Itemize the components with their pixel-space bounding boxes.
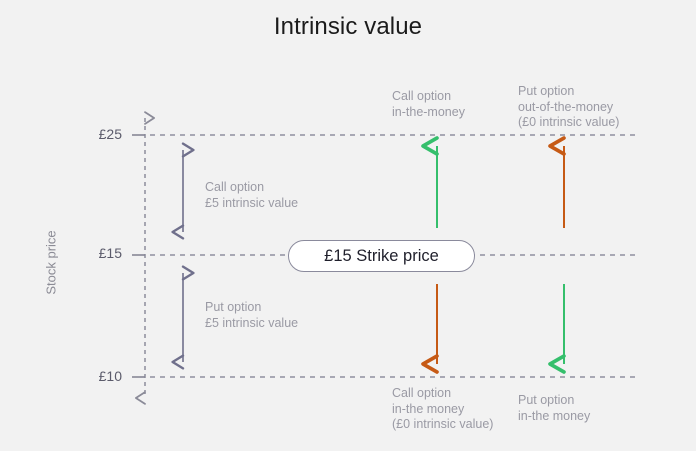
arrow-label-call-option-in-the-money: Call option in-the-money xyxy=(392,89,465,119)
y-axis-tick-label-10: £10 xyxy=(98,368,122,384)
page-title: Intrinsic value xyxy=(273,13,423,40)
y-axis-tick-label-25: £25 xyxy=(98,126,122,142)
arrow-label-put-option-out-of-the-money: Put option out-of-the-money (£0 intrinsi… xyxy=(518,84,620,129)
arrow-label-put-option-in-the-money: Put option in-the money xyxy=(518,393,591,423)
strike-price-badge: £15 Strike price xyxy=(288,240,475,272)
strike-price-label: £15 Strike price xyxy=(324,246,439,265)
measure-label-call-option-intrinsic: Call option £5 intrinsic value xyxy=(205,180,299,210)
y-axis-label: Stock price xyxy=(43,230,59,295)
arrow-label-call-option-zero-intrinsic: Call option in-the money (£0 intrinsic v… xyxy=(392,386,494,431)
y-axis-tick-label-15: £15 xyxy=(98,245,122,261)
measure-label-put-option-intrinsic: Put option £5 intrinsic value xyxy=(205,300,299,330)
